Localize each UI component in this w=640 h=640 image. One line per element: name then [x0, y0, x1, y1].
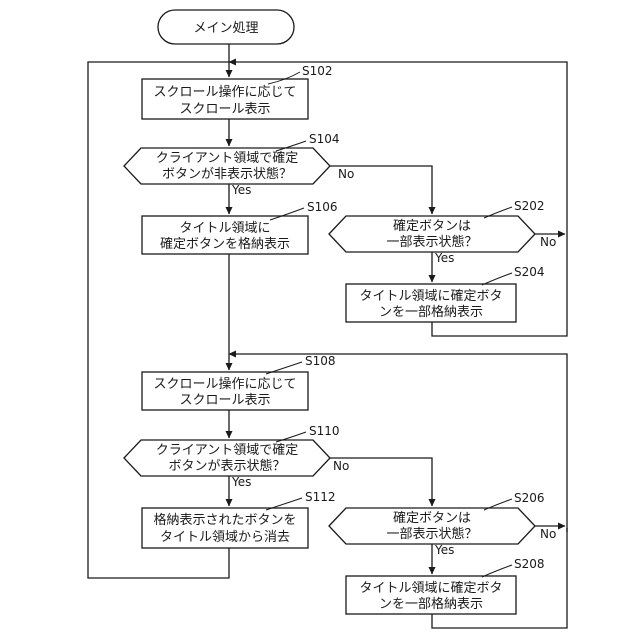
s204-leader: [482, 273, 512, 285]
s108-line-1: スクロール操作に応じて: [153, 376, 296, 392]
s108-id: S108: [305, 354, 336, 368]
s106-id: S106: [307, 200, 338, 214]
s204-line-1: タイトル領域に確定ボタ: [359, 288, 502, 304]
s110-yes-label: Yes: [231, 475, 251, 489]
s104-line-2: ボタンが非表示状態？: [162, 166, 292, 182]
s202-id: S202: [514, 199, 545, 213]
s202-no-label: No: [540, 235, 556, 249]
s102-line-2: スクロール表示: [179, 102, 270, 117]
s110-line-1: クライアント領域で確定: [156, 442, 298, 458]
s106-line-1: タイトル領域に: [179, 220, 270, 236]
s202-yes-label: Yes: [434, 251, 454, 265]
s112-id: S112: [305, 490, 336, 504]
start-terminal: メイン処理: [158, 10, 294, 44]
s206-id: S206: [514, 491, 545, 505]
s104-no-label: No: [338, 167, 354, 181]
edge-loop-left-upper: [88, 62, 230, 578]
s102-id: S102: [302, 64, 333, 78]
decision-s110: クライアント領域で確定 ボタンが表示状態？ S110: [124, 424, 340, 476]
s106-line-2: 確定ボタンを格納表示: [160, 236, 290, 252]
s208-id: S208: [514, 557, 545, 571]
process-s208: タイトル領域に確定ボタ ンを一部格納表示 S208: [346, 557, 545, 614]
s206-no-label: No: [540, 527, 556, 541]
s206-yes-label: Yes: [434, 543, 454, 557]
s206-line-2: 一部表示状態？: [386, 526, 477, 542]
s110-id: S110: [309, 424, 340, 438]
s104-id: S104: [309, 132, 340, 146]
s204-line-2: ンを一部格納表示: [379, 304, 483, 320]
decision-s104: クライアント領域で確定 ボタンが非表示状態？ S104: [124, 132, 340, 184]
s206-line-1: 確定ボタンは: [393, 510, 471, 526]
s108-line-2: スクロール表示: [179, 393, 270, 408]
s204-id: S204: [514, 265, 545, 279]
s110-line-2: ボタンが表示状態？: [168, 458, 285, 474]
s110-no-label: No: [333, 459, 349, 473]
s112-line-1: 格納表示されたボタンを: [153, 512, 296, 528]
decision-s202: 確定ボタンは 一部表示状態？ S202: [329, 199, 545, 252]
s208-leader: [482, 565, 512, 577]
s112-line-2: タイトル領域から消去: [160, 529, 290, 545]
s208-line-1: タイトル領域に確定ボタ: [359, 580, 502, 596]
s104-yes-label: Yes: [231, 183, 251, 197]
s102-line-1: スクロール操作に応じて: [153, 84, 296, 100]
s202-line-2: 一部表示状態？: [386, 234, 477, 250]
process-s112: 格納表示されたボタンを タイトル領域から消去 S112: [142, 490, 336, 548]
decision-s206: 確定ボタンは 一部表示状態？ S206: [329, 491, 545, 544]
process-s106: タイトル領域に 確定ボタンを格納表示 S106: [142, 200, 338, 254]
s208-line-2: ンを一部格納表示: [379, 596, 483, 612]
s104-line-1: クライアント領域で確定: [156, 150, 298, 166]
s202-line-1: 確定ボタンは: [393, 218, 471, 234]
start-label: メイン処理: [193, 21, 258, 36]
process-s102: スクロール操作に応じて スクロール表示 S102: [142, 64, 333, 119]
process-s204: タイトル領域に確定ボタ ンを一部格納表示 S204: [346, 265, 545, 322]
process-s108: スクロール操作に応じて スクロール表示 S108: [142, 354, 336, 410]
